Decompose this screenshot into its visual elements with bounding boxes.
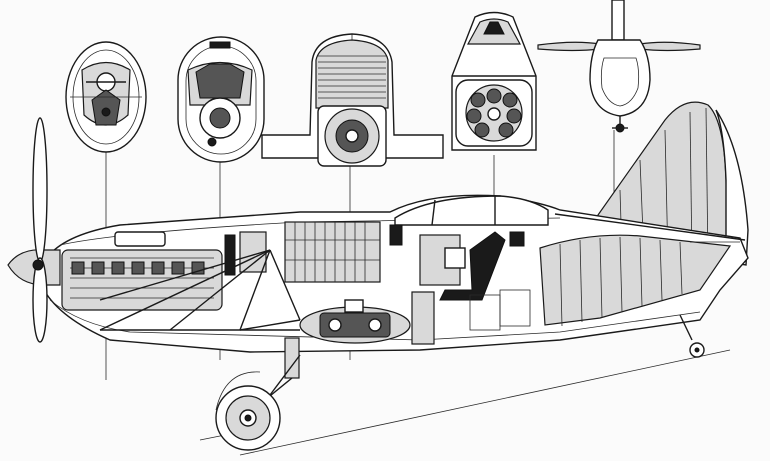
radiator-grille (318, 55, 386, 99)
belly-radiator (299, 299, 411, 344)
cockpit (389, 195, 549, 345)
engine-mount-truss (99, 249, 301, 331)
engine-block (61, 231, 267, 311)
section-view-engine-rear (177, 36, 265, 163)
section-view-tail-front (537, 0, 701, 133)
section-view-engine-front (65, 41, 147, 153)
fuel-tank (284, 221, 381, 283)
wing-spar-section (411, 291, 435, 345)
pilot-seat (439, 231, 506, 301)
section-view-cockpit-frame (451, 11, 537, 151)
main-landing-gear (215, 337, 301, 451)
propeller-blade-upper (32, 117, 48, 263)
propeller-blade-lower (32, 257, 48, 343)
ground-line (239, 349, 731, 456)
tail-wheel (679, 314, 705, 358)
section-view-radiator (261, 33, 444, 167)
cylinder-ring (465, 84, 523, 142)
rear-fuselage-frames (539, 234, 732, 327)
propeller-assembly (7, 117, 61, 343)
canopy (394, 195, 549, 226)
fuselage (43, 194, 749, 353)
